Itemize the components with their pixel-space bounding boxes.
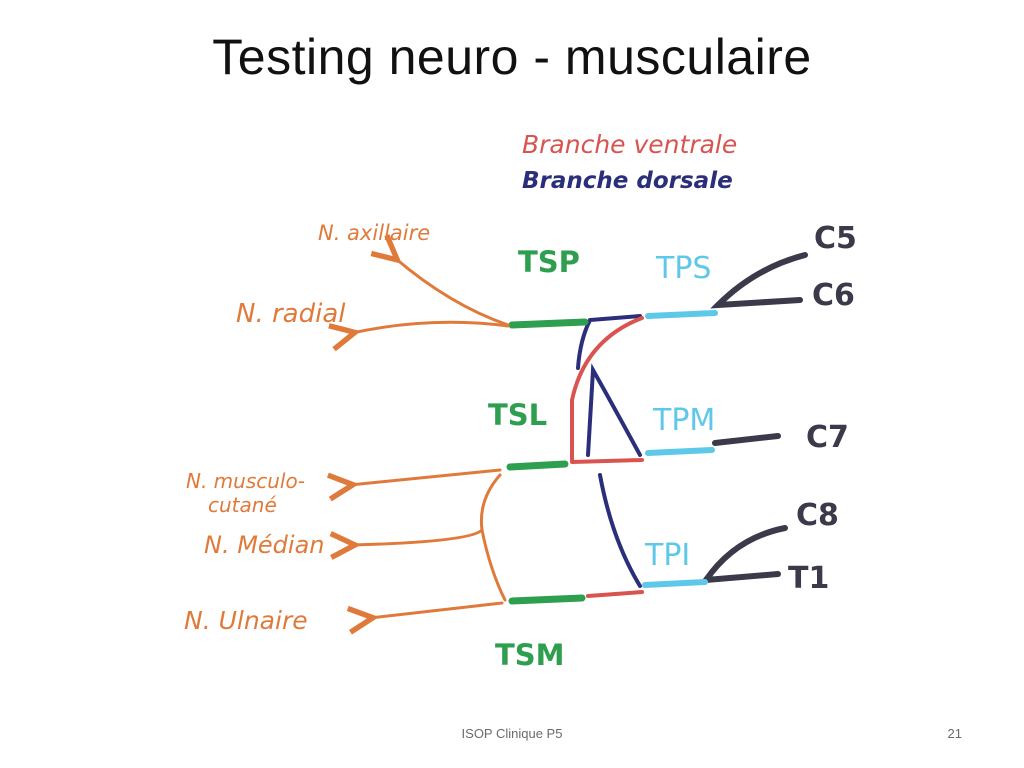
trunk-upper-line [645, 310, 718, 319]
root-line-lower [699, 525, 788, 584]
page-number: 21 [947, 726, 962, 741]
cord-lateral-line [506, 460, 569, 471]
ventral-upper [570, 316, 644, 462]
slide-title: Testing neuro - musculaire [212, 29, 812, 85]
nerve-axillary-line [395, 258, 510, 327]
dorsal-middle [586, 363, 642, 457]
cords [506, 318, 589, 605]
cord-lateral-label: TSL [488, 398, 547, 432]
nerve-median-branch [480, 528, 507, 602]
roots: C5 C6 C7 C8 T1 [788, 221, 857, 596]
trunk-middle-label: TPM [652, 403, 715, 438]
dorsal-lower [598, 473, 642, 588]
trunk-upper-label: TPS [655, 251, 711, 286]
cord-medial-line [508, 594, 586, 605]
terminal-nerves [350, 258, 510, 618]
nerve-musculocutaneous-label-2: cutané [208, 493, 277, 517]
dorsal-upper [576, 314, 642, 370]
slide-footer: ISOP Clinique P5 [461, 726, 563, 741]
legend-dorsal: Branche dorsale [522, 168, 733, 194]
cord-posterior-label: TSP [518, 245, 580, 279]
legend-ventral: Branche ventrale [522, 130, 737, 159]
trunk-lower-line [642, 579, 708, 588]
ventral-to-lateral [570, 458, 644, 464]
nerve-median-line [352, 473, 502, 545]
cord-labels: TSP TSL TSM [488, 245, 580, 672]
nerve-musculocutaneous-label-1: N. musculo- [186, 469, 305, 493]
dorsal-divisions [576, 314, 642, 588]
nerve-radial-label: N. radial [236, 299, 346, 329]
root-c6: C6 [812, 278, 855, 313]
nerve-ulnar-label: N. Ulnaire [184, 606, 308, 635]
root-line-middle [712, 433, 781, 446]
nerve-radial-line [352, 320, 510, 333]
root-lines [699, 252, 808, 584]
nerve-labels: N. axillaire N. radial N. musculo- cutan… [184, 221, 430, 635]
trunk-labels: TPS TPM TPI [644, 251, 715, 573]
ventral-lower [586, 590, 644, 598]
cord-posterior-line [508, 318, 589, 329]
root-t1: T1 [788, 561, 829, 596]
trunk-lower-label: TPI [644, 538, 690, 573]
nerve-musculocutaneous-line [350, 468, 502, 485]
trunks [642, 310, 718, 588]
nerve-ulnar-line [370, 601, 504, 618]
root-c5: C5 [814, 221, 857, 256]
trunk-middle-line [645, 447, 715, 456]
ventral-divisions [570, 316, 644, 598]
root-c8: C8 [796, 498, 839, 533]
root-line-upper [710, 252, 808, 309]
root-c7: C7 [806, 420, 849, 455]
nerve-axillary-label: N. axillaire [318, 221, 430, 245]
cord-medial-label: TSM [495, 638, 565, 672]
nerve-median-label: N. Médian [204, 531, 325, 559]
